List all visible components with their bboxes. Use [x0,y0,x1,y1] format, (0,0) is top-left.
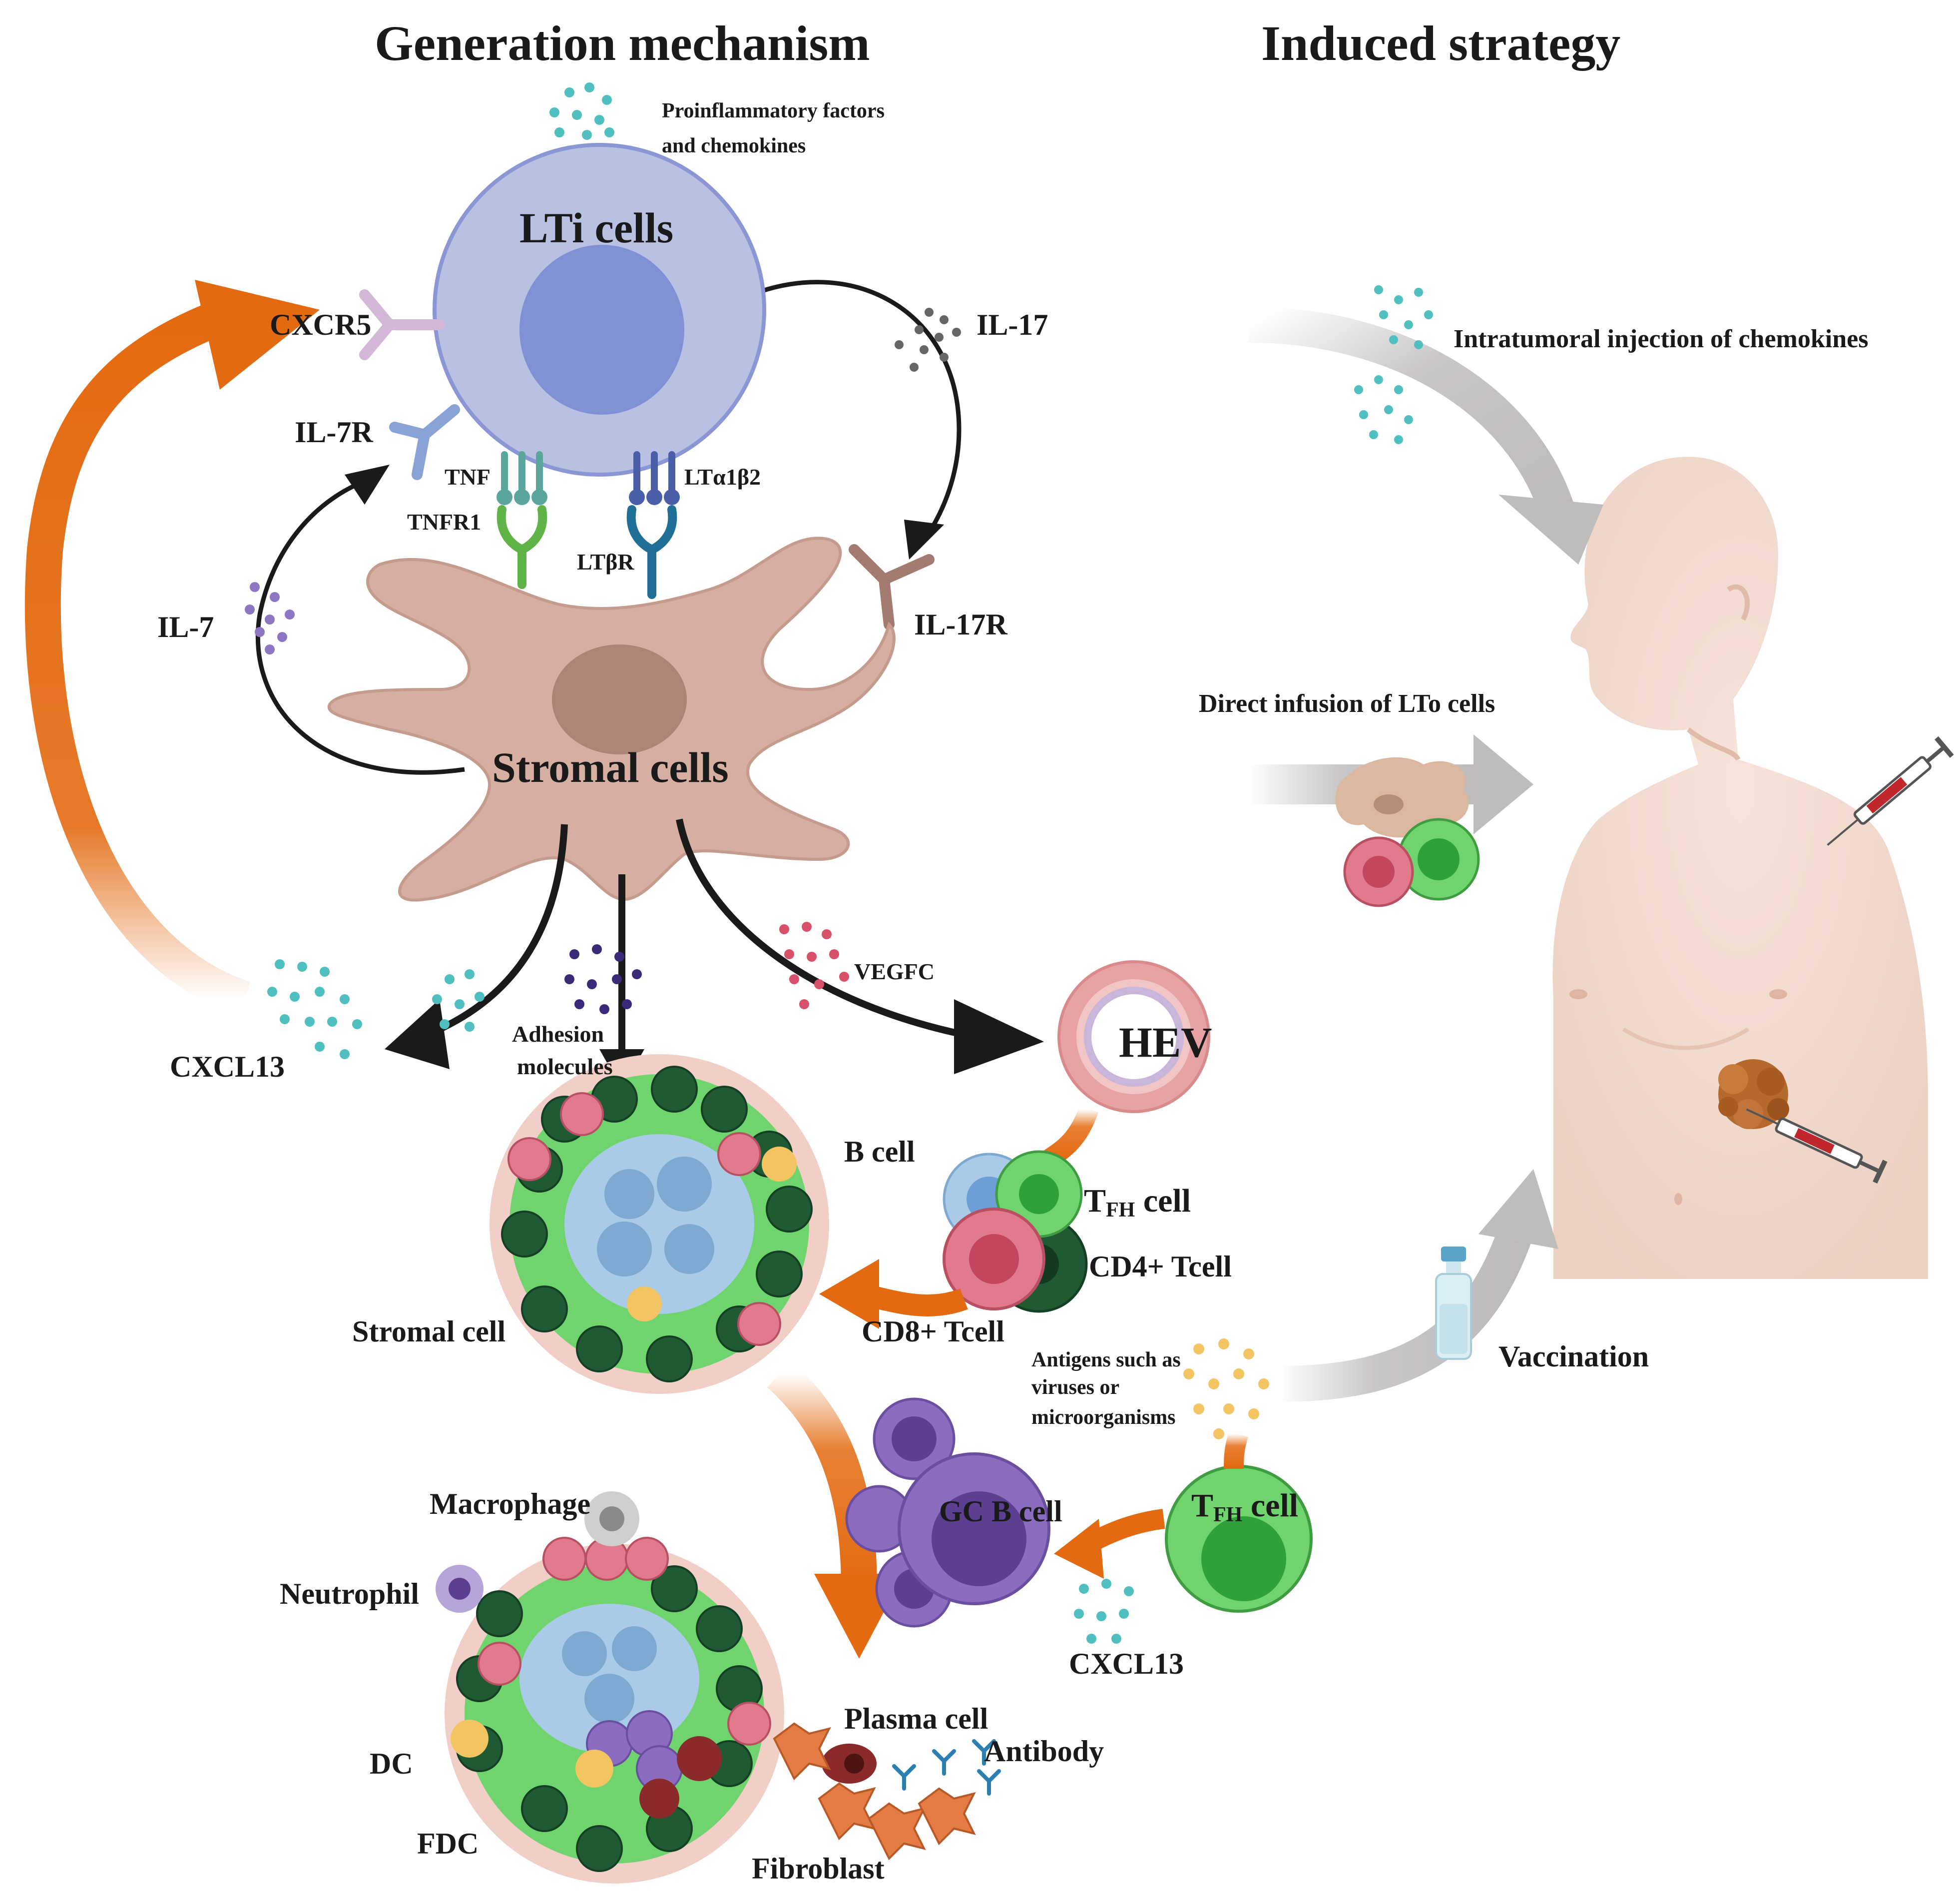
infiltration-arrow [819,1259,968,1329]
label-lti-cells: LTi cells [519,204,673,252]
il17r-receptor [849,544,935,630]
tfh-bottom-rest: cell [1242,1487,1298,1524]
label-vaccination: Vaccination [1498,1340,1649,1373]
label-vegfc: VEGFC [854,959,935,984]
adhesion-dots [564,944,642,1014]
tfh-top-main: T [1084,1183,1106,1219]
vegfc-dots [779,922,849,1009]
il17-loop-arrow [738,280,962,560]
label-macrophage: Macrophage [430,1487,590,1520]
hev-vessel [1057,960,1210,1113]
label-adhesion-line1: Adhesion [512,1021,604,1047]
label-lta1b2: LTα1β2 [684,464,761,490]
tnf-ligand [496,451,547,505]
tnfr1-receptor [496,505,547,589]
label-fdc: FDC [417,1827,479,1860]
tumor-icon [1718,1059,1789,1129]
tfh-bottom-subscript: FH [1213,1503,1242,1526]
label-antigens-line3: microorganisms [1031,1406,1176,1429]
antigen-dots [1183,1338,1269,1439]
label-ltbr: LTβR [577,549,634,575]
heading-induced-strategy: Induced strategy [1261,15,1620,71]
heading-generation-mechanism: Generation mechanism [375,15,870,71]
label-proinflammatory-line1: Proinflammatory factors [662,99,885,122]
label-neutrophil: Neutrophil [280,1577,419,1610]
il17-dots [895,308,961,372]
cxcl13-dots [267,959,485,1059]
label-il17r: IL-17R [914,608,1007,641]
vegfc-arrow [676,818,1044,1074]
tls-immature [490,1054,829,1394]
label-tnf: TNF [445,464,490,490]
neutrophil-icon [436,1565,484,1613]
vaccine-vial-icon [1435,1247,1472,1360]
label-dc: DC [370,1747,413,1780]
tfh-bottom-main: T [1191,1487,1213,1524]
label-b-cell: B cell [844,1135,915,1168]
il7-loop-arrow [255,465,465,775]
label-cxcl13-left: CXCL13 [170,1050,285,1083]
label-intratumoral-injection: Intratumoral injection of chemokines [1454,325,1868,353]
cxcl13-secretion-arrow [385,824,568,1069]
lymphocyte-cluster [943,1150,1088,1313]
label-proinflammatory-line2: and chemokines [662,134,806,157]
label-antigens-line2: viruses or [1031,1376,1119,1399]
label-direct-infusion: Direct infusion of LTo cells [1199,689,1495,718]
chemokine-dots [1354,285,1433,444]
plasma-cell-icon [822,1744,877,1784]
syringe-icon [1827,736,1954,846]
label-plasma-cell: Plasma cell [844,1702,988,1735]
il7-dots [245,582,295,654]
label-fibroblast: Fibroblast [752,1852,885,1885]
human-body-illustration [1552,457,1954,1279]
label-cxcl13-right: CXCL13 [1069,1647,1184,1680]
proinflammatory-dots [549,82,614,140]
antibody-icon [892,1739,1001,1796]
macrophage-icon [584,1491,639,1546]
cxcl13-dots-right [1074,1579,1134,1644]
label-il17: IL-17 [977,308,1048,341]
label-il7: IL-7 [157,611,214,643]
label-tfh-cell-bottom: TFH cell [1191,1487,1298,1526]
lti-cell [433,143,766,477]
fibroblast-icon [773,1722,976,1861]
cxcr5-receptor [359,289,445,360]
il7r-receptor [389,404,460,480]
syringe-icon [1746,1108,1888,1184]
stromal-cell [327,537,896,902]
label-cxcr5: CXCR5 [270,308,371,341]
label-stromal-cell: Stromal cell [352,1315,505,1348]
tfh-cell-right [1165,1465,1313,1613]
tfh-to-gcb-arrow [1054,1509,1165,1579]
label-tnfr1: TNFR1 [407,509,481,535]
lta1b2-ligand [629,451,680,505]
dendritic-cell-icon [627,1147,797,1321]
label-tfh-cell-top: TFH cell [1084,1183,1191,1222]
label-antigens-line1: Antigens such as [1031,1348,1181,1371]
hev-to-cells-arrow [1043,1106,1098,1168]
label-stromal-cells: Stromal cells [492,743,729,791]
tfh-top-rest: cell [1135,1183,1191,1219]
label-adhesion-line2: molecules [517,1054,613,1079]
antigen-to-tfh-arrow [1224,1430,1249,1469]
label-antibody: Antibody [984,1735,1104,1768]
gc-b-cell [845,1397,1050,1628]
label-cd8-tcell: CD8+ Tcell [862,1315,1004,1348]
label-cd4-tcell: CD4+ Tcell [1089,1250,1232,1283]
cxcl13-feedback-arrow [24,280,320,1017]
ltbr-receptor [626,505,677,599]
lto-cells-icon [1335,757,1480,907]
label-il7r: IL-7R [295,416,373,449]
label-gc-b-cell: GC B cell [939,1495,1062,1528]
label-hev: HEV [1119,1018,1212,1066]
tls-mature [445,1537,784,1884]
dendritic-cell-icon [451,1720,613,1788]
tfh-top-subscript: FH [1106,1199,1135,1222]
